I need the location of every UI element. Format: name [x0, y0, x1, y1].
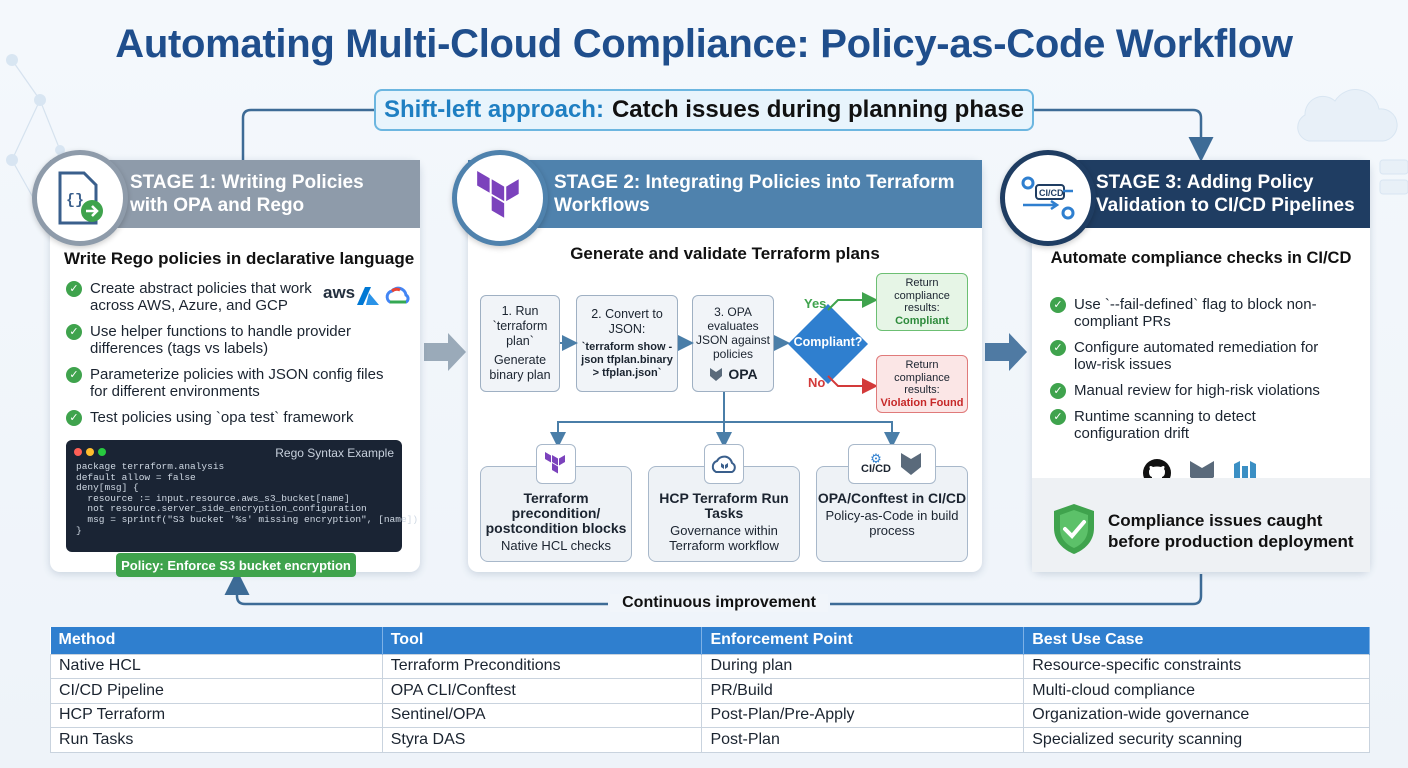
cicd-icon-label: CI/CD	[1039, 188, 1064, 198]
stage-3-footer-text: Compliance issues caught before producti…	[1108, 511, 1354, 551]
table-cell: Terraform Preconditions	[381, 653, 703, 679]
table-header-cell: Method	[50, 627, 383, 654]
page-title: Automating Multi-Cloud Compliance: Polic…	[115, 22, 1293, 66]
flow-step-convert-json: 2. Convert to JSON: `terraform show -jso…	[576, 295, 678, 392]
cicd-badge: ⚙CI/CD	[861, 451, 891, 475]
card-icon-cicd: ⚙CI/CD	[848, 444, 936, 484]
shield-check-icon	[1054, 504, 1094, 554]
table-cell: HCP Terraform	[50, 702, 383, 728]
check-icon: ✓	[1050, 383, 1066, 399]
stage-2-subheading: Generate and validate Terraform plans	[570, 244, 880, 263]
window-dot-red	[74, 448, 82, 456]
table-cell: OPA CLI/Conftest	[381, 678, 703, 704]
stage-3-title: STAGE 3: Adding Policy Validation to CI/…	[1096, 172, 1355, 216]
check-icon: ✓	[66, 281, 82, 297]
continuous-improvement-label: Continuous improvement	[610, 594, 828, 612]
table-row: Native HCL Terraform Preconditions Durin…	[50, 653, 1370, 679]
svg-text:{}: {}	[66, 192, 84, 209]
aws-logo: aws	[323, 283, 356, 302]
yes-label: Yes	[804, 296, 827, 311]
table-cell: Post-Plan/Pre-Apply	[701, 702, 1025, 728]
gcp-icon	[385, 286, 410, 304]
card-icon-hcp	[704, 444, 744, 484]
table-header-cell: Tool	[382, 627, 703, 654]
table-cell: During plan	[701, 653, 1025, 679]
no-label: No	[808, 375, 826, 390]
table-cell: Multi-cloud compliance	[1023, 678, 1370, 704]
list-item: ✓Runtime scanning to detect configuratio…	[1050, 408, 1350, 442]
cloud-terraform-icon	[711, 455, 736, 473]
table-cell: PR/Build	[701, 678, 1025, 704]
shift-left-banner: Shift-left approach: Catch issues during…	[374, 89, 1034, 131]
table-cell: Sentinel/OPA	[381, 702, 703, 728]
opa-icon	[900, 453, 921, 475]
stage-2-icon	[452, 150, 548, 246]
list-item: ✓Test policies using `opa test` framewor…	[66, 409, 411, 426]
check-icon: ✓	[1050, 297, 1066, 313]
list-item: ✓Parameterize policies with JSON config …	[66, 366, 411, 400]
terraform-logo-icon	[545, 452, 565, 474]
rego-code: package terraform.analysis default allow…	[76, 461, 419, 536]
shift-left-text: Catch issues during planning phase	[611, 96, 1025, 123]
window-dot-green	[98, 448, 106, 456]
table-header-row: Method Tool Enforcement Point Best Use C…	[50, 627, 1370, 654]
shift-left-accent: Shift-left approach:	[383, 96, 604, 123]
decision-label: Compliant?	[793, 335, 863, 349]
stage-1-icon: {}	[32, 150, 128, 246]
card-terraform-conditions: Terraform precondition/ postcondition bl…	[480, 466, 632, 562]
opa-label: OPA	[708, 366, 758, 382]
stage-1-title: STAGE 1: Writing Policies with OPA and R…	[130, 172, 364, 216]
list-item: ✓Use `--fail-defined` flag to block non-…	[1050, 296, 1350, 330]
background-cloud-decoration	[1297, 89, 1408, 195]
table-row: Run Tasks Styra DAS Post-Plan Specialize…	[50, 727, 1370, 753]
rego-code-window: Rego Syntax Example package terraform.an…	[66, 440, 418, 552]
table-header-cell: Enforcement Point	[701, 627, 1025, 654]
table-cell: Resource-specific constraints	[1023, 653, 1370, 679]
policy-badge: Policy: Enforce S3 bucket encryption	[116, 553, 356, 577]
check-icon: ✓	[1050, 409, 1066, 425]
table-cell: Specialized security scanning	[1023, 727, 1370, 753]
stage-3-icon: CI/CD	[1000, 150, 1096, 246]
result-violation: Return compliance results: Violation Fou…	[876, 355, 968, 413]
code-window-title: Rego Syntax Example	[275, 446, 394, 460]
terraform-logo-icon	[477, 171, 519, 218]
azure-icon	[357, 287, 379, 305]
table-cell: CI/CD Pipeline	[50, 678, 383, 704]
comparison-table: Method Tool Enforcement Point Best Use C…	[50, 627, 1370, 753]
result-compliant: Return compliance results: Compliant	[876, 273, 968, 331]
stage-1-checklist: ✓Create abstract policies that work acro…	[66, 280, 411, 435]
list-item: ✓Configure automated remediation for low…	[1050, 339, 1350, 373]
table-cell: Run Tasks	[50, 727, 383, 753]
table-cell: Styra DAS	[381, 727, 703, 753]
flow-step-run-plan: 1. Run `terraform plan` Generate binary …	[480, 295, 560, 392]
list-item: ✓Use helper functions to handle provider…	[66, 323, 411, 357]
table-cell: Post-Plan	[701, 727, 1025, 753]
check-icon: ✓	[66, 367, 82, 383]
stage-1-subheading: Write Rego policies in declarative langu…	[64, 249, 415, 268]
table-row: CI/CD Pipeline OPA CLI/Conftest PR/Build…	[50, 678, 1370, 704]
table-cell: Native HCL	[50, 653, 383, 679]
stage-2-panel: STAGE 2: Integrating Policies into Terra…	[468, 160, 982, 572]
check-icon: ✓	[66, 324, 82, 340]
stage-2-title: STAGE 2: Integrating Policies into Terra…	[554, 172, 955, 216]
decision-branches	[550, 292, 900, 448]
table-cell: Organization-wide governance	[1023, 702, 1370, 728]
stage-3-checklist: ✓Use `--fail-defined` flag to block non-…	[1050, 296, 1350, 451]
card-hcp-run-tasks: HCP Terraform Run Tasks Governance withi…	[648, 466, 800, 562]
policy-document-icon: {}	[58, 171, 103, 225]
list-item: ✓Manual review for high-risk violations	[1050, 382, 1350, 399]
opa-icon	[710, 368, 723, 381]
cicd-gears-icon: CI/CD	[1021, 176, 1075, 220]
flow-step-opa-evaluate: 3. OPA evaluates JSON against policies O…	[692, 295, 774, 392]
stage-3-subheading: Automate compliance checks in CI/CD	[1050, 249, 1352, 267]
check-icon: ✓	[66, 410, 82, 426]
card-icon-terraform	[536, 444, 576, 484]
table-header-cell: Best Use Case	[1023, 627, 1370, 654]
table-row: HCP Terraform Sentinel/OPA Post-Plan/Pre…	[50, 702, 1370, 728]
stage-2-header: STAGE 2: Integrating Policies into Terra…	[468, 160, 982, 228]
decision-diamond	[788, 304, 868, 384]
check-icon: ✓	[1050, 340, 1066, 356]
list-item: ✓Create abstract policies that work acro…	[66, 280, 411, 314]
window-dot-yellow	[86, 448, 94, 456]
